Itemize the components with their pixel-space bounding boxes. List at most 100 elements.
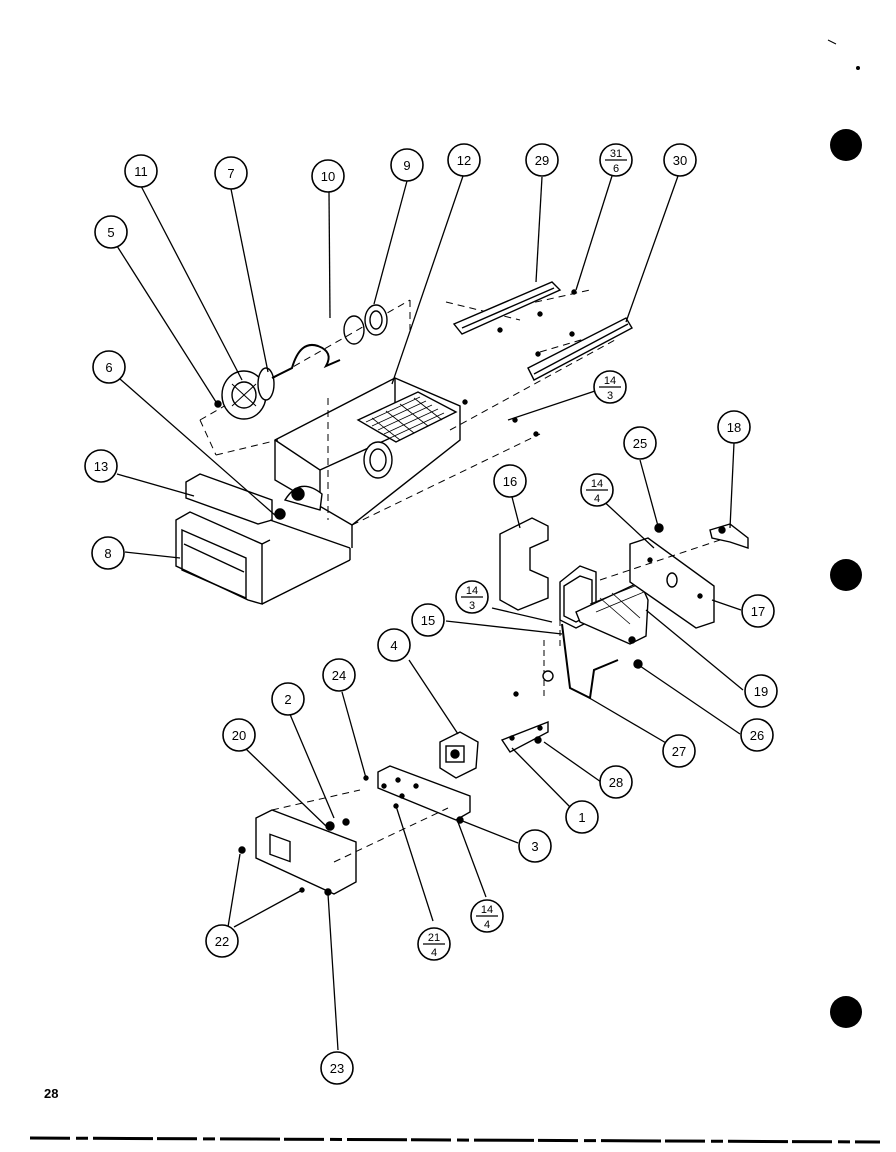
callout-c19: 19 xyxy=(744,674,778,708)
callout-label: 12 xyxy=(457,153,471,168)
callout-circle xyxy=(741,594,775,628)
callout-label: 30 xyxy=(673,153,687,168)
callout-label: 19 xyxy=(754,684,768,699)
ice-bucket-front xyxy=(175,473,351,605)
callout-circle xyxy=(92,350,126,384)
binder-hole-middle xyxy=(830,559,862,591)
callout-c13: 13 xyxy=(84,449,118,483)
callout-c4: 4 xyxy=(377,628,411,662)
callout-c20: 20 xyxy=(222,718,256,752)
callout-label: 8 xyxy=(104,546,111,561)
callout-circle xyxy=(599,765,633,799)
callout-c15: 15 xyxy=(411,603,445,637)
callout-circle xyxy=(662,734,696,768)
callout-label: 14 xyxy=(466,585,478,597)
callout-label: 18 xyxy=(727,420,741,435)
callout-label: 4 xyxy=(390,638,397,653)
callout-circle xyxy=(124,154,158,188)
scan-artifacts xyxy=(29,39,881,1144)
callout-label: 15 xyxy=(421,613,435,628)
callout-c10: 10 xyxy=(311,159,345,193)
callout-c14d: 144 xyxy=(470,899,504,933)
callout-circle xyxy=(311,159,345,193)
callout-label: 22 xyxy=(215,934,229,949)
callout-circle xyxy=(91,536,125,570)
callout-sublabel: 3 xyxy=(469,600,475,612)
callout-label: 7 xyxy=(227,166,234,181)
callout-circle xyxy=(744,674,778,708)
callout-c31: 316 xyxy=(599,143,633,177)
shelf-rails xyxy=(452,281,633,437)
screw-25 xyxy=(654,523,664,533)
callout-label: 16 xyxy=(503,474,517,489)
callout-c14a: 143 xyxy=(593,370,627,404)
ice-maker-unit xyxy=(559,565,649,645)
callout-c1: 1 xyxy=(565,800,599,834)
callout-label: 14 xyxy=(604,375,616,387)
callout-circle xyxy=(84,449,118,483)
callout-circle xyxy=(94,215,128,249)
callout-label: 5 xyxy=(107,225,114,240)
control-cover xyxy=(238,789,449,896)
callout-label: 11 xyxy=(134,164,148,179)
binder-holes xyxy=(830,129,862,1028)
callout-c14b: 144 xyxy=(580,473,614,507)
callout-c7: 7 xyxy=(214,156,248,190)
callout-label: 9 xyxy=(403,158,410,173)
leader-lines xyxy=(111,175,744,1051)
callout-circle xyxy=(271,682,305,716)
callout-sublabel: 6 xyxy=(613,163,619,175)
callouts: 1234567891011121314314414314415161718192… xyxy=(84,143,778,1085)
callout-label: 1 xyxy=(578,810,585,825)
callout-circle xyxy=(565,800,599,834)
callout-c8: 8 xyxy=(91,536,125,570)
callout-label: 25 xyxy=(633,436,647,451)
callout-c27: 27 xyxy=(662,734,696,768)
callout-circle xyxy=(493,464,527,498)
callout-circle xyxy=(322,658,356,692)
callout-sublabel: 4 xyxy=(594,493,600,505)
callout-label: 17 xyxy=(751,604,765,619)
callout-label: 29 xyxy=(535,153,549,168)
solenoid xyxy=(439,731,479,779)
callout-c12: 12 xyxy=(447,143,481,177)
callout-circle xyxy=(717,410,751,444)
mounting-plate xyxy=(363,765,471,824)
callout-label: 23 xyxy=(330,1061,344,1076)
callout-c22: 22 xyxy=(205,924,239,958)
callout-circle xyxy=(663,143,697,177)
auger-motor-parts xyxy=(214,304,388,420)
callout-label: 13 xyxy=(94,459,108,474)
callout-c17: 17 xyxy=(741,594,775,628)
callout-c11: 11 xyxy=(124,154,158,188)
callout-circle xyxy=(377,628,411,662)
callout-label: 10 xyxy=(321,169,335,184)
callout-c26: 26 xyxy=(740,718,774,752)
callout-c5: 5 xyxy=(94,215,128,249)
callout-label: 14 xyxy=(481,904,493,916)
callout-label: 20 xyxy=(232,728,246,743)
callout-c9: 9 xyxy=(390,148,424,182)
callout-circle xyxy=(740,718,774,752)
callout-label: 28 xyxy=(609,775,623,790)
callout-circle xyxy=(518,829,552,863)
callout-label: 26 xyxy=(750,728,764,743)
callout-circle xyxy=(623,426,657,460)
callout-sublabel: 4 xyxy=(431,947,437,959)
callout-label: 2 xyxy=(284,692,291,707)
callout-circle xyxy=(214,156,248,190)
callout-c21: 214 xyxy=(417,927,451,961)
callout-c16: 16 xyxy=(493,464,527,498)
callout-label: 21 xyxy=(428,932,440,944)
ice-maker-cover xyxy=(499,517,549,611)
callout-c24: 24 xyxy=(322,658,356,692)
callout-label: 3 xyxy=(531,839,538,854)
callout-circle xyxy=(205,924,239,958)
callout-c29: 29 xyxy=(525,143,559,177)
mounting-bracket xyxy=(599,537,721,629)
switch-bracket xyxy=(709,523,749,549)
callout-label: 31 xyxy=(610,148,622,160)
callout-c25: 25 xyxy=(623,426,657,460)
callout-label: 14 xyxy=(591,478,603,490)
